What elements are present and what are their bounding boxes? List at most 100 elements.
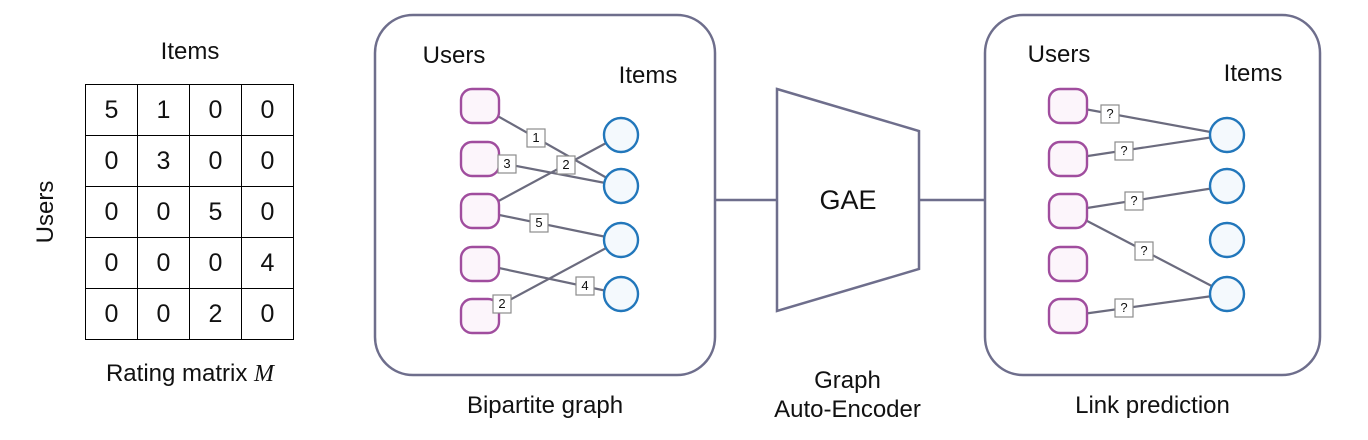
- bipartite-edge-label-2: 3: [497, 154, 517, 174]
- bipartite-user-node-3: [459, 192, 501, 230]
- link-edge-label-3: ?: [1124, 191, 1144, 211]
- bipartite-edge-u3-i3: [479, 209, 622, 242]
- gae-encoder: GAE: [775, 87, 921, 313]
- bipartite-item-node-4: [602, 275, 640, 313]
- matrix-cell-r1c2: 1: [137, 84, 190, 136]
- matrix-caption-math-m: M: [254, 361, 275, 387]
- edge-label-box: [1124, 191, 1144, 211]
- edge-label-box: [556, 155, 576, 175]
- link-edge-u1-i1: [1067, 104, 1228, 137]
- edge-label-box: [1100, 104, 1120, 124]
- encoder-caption-line1: Graph: [814, 367, 881, 394]
- rating-matrix-table: 5 1 0 0 0 3 0 0 0 0 5 0 0 0 0 4 0 0 2 0: [85, 84, 294, 340]
- link-items-label: Items: [1224, 60, 1283, 87]
- link-edge-u5-i4: [1067, 292, 1228, 318]
- bipartite-user-node-5: [459, 297, 501, 335]
- matrix-cell-r4c2: 0: [137, 237, 190, 289]
- bipartite-user-node-4: [459, 245, 501, 283]
- edge-label-text: 5: [535, 215, 542, 230]
- bipartite-item-node-3: [602, 221, 640, 259]
- edge-label-box: [1134, 241, 1154, 261]
- link-prediction-panel: Users Items ?: [983, 13, 1322, 377]
- edge-label-text: ?: [1130, 193, 1137, 208]
- matrix-caption-text: Rating matrix: [105, 360, 255, 387]
- link-item-node-4: [1208, 275, 1246, 313]
- matrix-caption: Rating matrix M: [50, 360, 330, 388]
- edge-label-text: ?: [1140, 243, 1147, 258]
- link-item-node-1: [1208, 116, 1246, 154]
- link-item-node-2: [1208, 167, 1246, 205]
- edge-label-text: ?: [1120, 300, 1127, 315]
- bipartite-user-node-2: [459, 140, 501, 178]
- matrix-cell-r5c3: 2: [189, 288, 242, 340]
- gae-label: GAE: [819, 185, 876, 215]
- bipartite-items-label: Items: [619, 62, 678, 89]
- matrix-cell-r3c3: 5: [189, 186, 242, 238]
- bipartite-edge-label-1: 1: [526, 128, 546, 148]
- matrix-cell-r4c1: 0: [85, 237, 138, 289]
- link-user-node-1: [1047, 87, 1089, 125]
- matrix-row-4: 0 0 0 4: [85, 237, 294, 289]
- bipartite-edge-u3-i1: [479, 134, 622, 212]
- bipartite-edge-label-5: 4: [575, 276, 595, 296]
- edge-label-text: 2: [498, 296, 505, 311]
- bipartite-edge-label-4: 5: [529, 213, 549, 233]
- bipartite-edge-label-3: 2: [556, 155, 576, 175]
- matrix-row-2: 0 3 0 0: [85, 135, 294, 187]
- edge-label-text: 1: [532, 130, 539, 145]
- link-edge-label-4: ?: [1134, 241, 1154, 261]
- bipartite-users-label: Users: [423, 42, 486, 69]
- link-user-node-4: [1047, 245, 1089, 283]
- encoder-caption-line2: Auto-Encoder: [774, 396, 921, 423]
- matrix-cell-r1c3: 0: [189, 84, 242, 136]
- bipartite-user-node-1: [459, 87, 501, 125]
- matrix-cell-r3c4: 0: [241, 186, 294, 238]
- link-user-node-2: [1047, 140, 1089, 178]
- link-user-node-5: [1047, 297, 1089, 335]
- edge-label-box: [529, 213, 549, 233]
- link-edge-label-2: ?: [1114, 141, 1134, 161]
- edge-label-text: 2: [562, 157, 569, 172]
- link-item-node-3: [1208, 221, 1246, 259]
- edge-label-box: [575, 276, 595, 296]
- edge-label-text: 3: [503, 156, 510, 171]
- matrix-cell-r2c1: 0: [85, 135, 138, 187]
- matrix-cell-r2c3: 0: [189, 135, 242, 187]
- edge-label-box: [526, 128, 546, 148]
- edge-label-text: ?: [1120, 143, 1127, 158]
- bipartite-graph-panel: Users Items 1: [373, 13, 717, 377]
- link-edge-u2-i1: [1067, 133, 1228, 161]
- edge-label-text: 4: [581, 278, 588, 293]
- bipartite-edge-u1-i2: [479, 105, 622, 187]
- matrix-row-3: 0 0 5 0: [85, 186, 294, 238]
- matrix-cell-r3c1: 0: [85, 186, 138, 238]
- edge-label-text: ?: [1106, 106, 1113, 121]
- matrix-cell-r1c1: 5: [85, 84, 138, 136]
- matrix-cell-r5c4: 0: [241, 288, 294, 340]
- link-edge-label-1: ?: [1100, 104, 1120, 124]
- edge-label-box: [497, 154, 517, 174]
- matrix-row-1: 5 1 0 0: [85, 84, 294, 136]
- matrix-items-label: Items: [160, 38, 220, 65]
- bipartite-item-node-2: [602, 167, 640, 205]
- link-prediction-caption: Link prediction: [1075, 392, 1230, 419]
- link-users-label: Users: [1028, 41, 1091, 68]
- bipartite-box: [373, 13, 717, 377]
- matrix-cell-r2c4: 0: [241, 135, 294, 187]
- matrix-cell-r3c2: 0: [137, 186, 190, 238]
- matrix-cell-r5c1: 0: [85, 288, 138, 340]
- bipartite-edge-label-6: 2: [492, 294, 512, 314]
- gae-trapezoid: [775, 87, 921, 313]
- edge-label-box: [1114, 141, 1134, 161]
- matrix-cell-r5c2: 0: [137, 288, 190, 340]
- matrix-row-5: 0 0 2 0: [85, 288, 294, 340]
- link-user-node-3: [1047, 192, 1089, 230]
- link-edge-label-5: ?: [1114, 298, 1134, 318]
- edge-label-box: [492, 294, 512, 314]
- bipartite-item-node-1: [602, 116, 640, 154]
- link-prediction-box: [983, 13, 1322, 377]
- matrix-cell-r4c4: 4: [241, 237, 294, 289]
- edge-label-box: [1114, 298, 1134, 318]
